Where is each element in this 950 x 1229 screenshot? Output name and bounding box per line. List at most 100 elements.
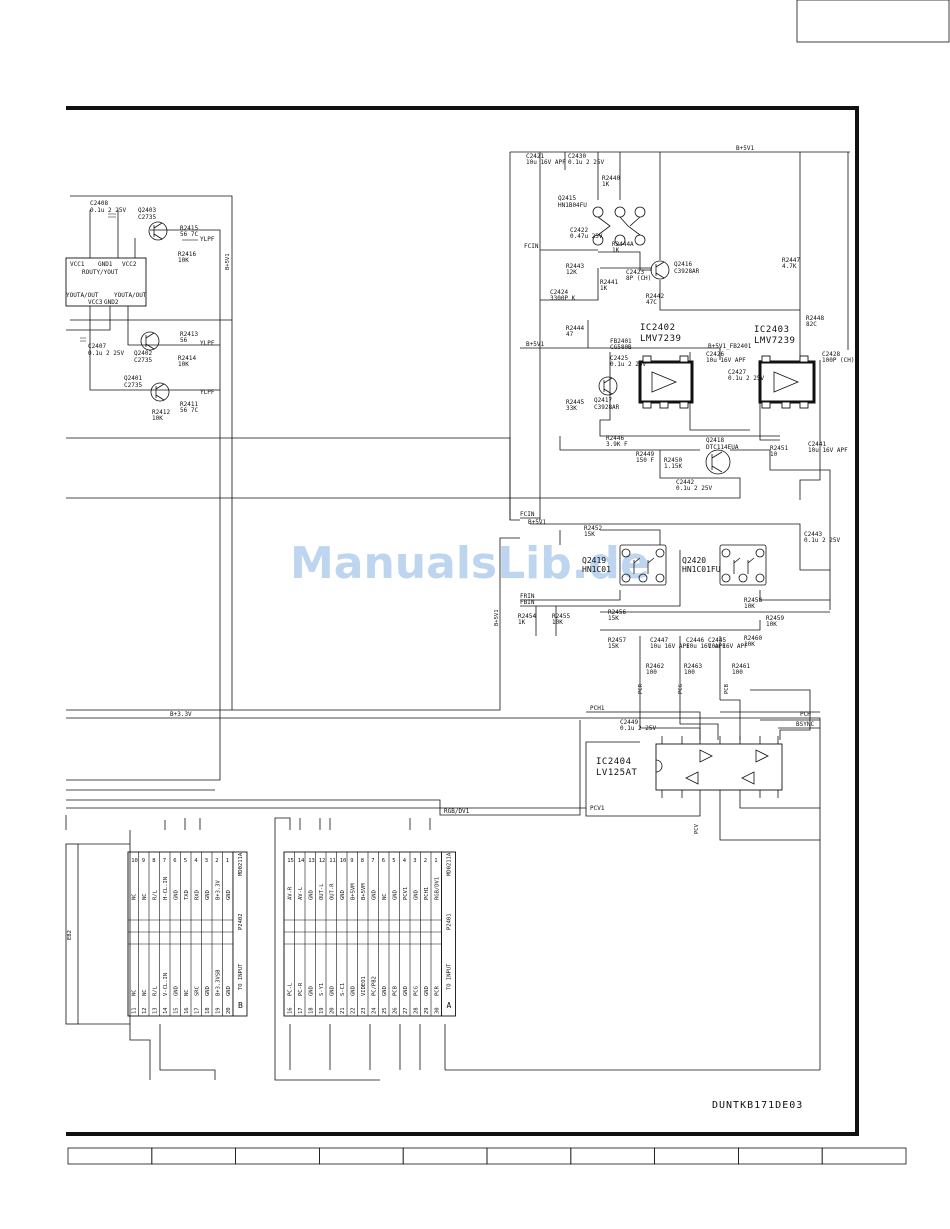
svg-text:PCH: PCH — [800, 711, 811, 718]
svg-text:100: 100 — [684, 669, 695, 676]
pin-signal: GND — [226, 890, 232, 900]
connector-part: MD0211A — [447, 852, 453, 876]
svg-text:Q2402: Q2402 — [134, 350, 152, 357]
pin-number: 19 — [215, 1007, 221, 1014]
svg-text:HN1C01: HN1C01 — [582, 565, 611, 574]
ic-ic2403: IC2403 LMV7239 — [754, 325, 816, 409]
svg-text:C2425: C2425 — [610, 355, 628, 362]
mid-right-passives: FCIN B+5V1 FRIN FBIN R2452 15K C2443 0.1… — [494, 511, 841, 694]
svg-text:FBIN: FBIN — [520, 599, 535, 606]
title-cell — [67, 1147, 153, 1165]
pin-number: 24 — [371, 1007, 377, 1014]
svg-text:10u 16V APF: 10u 16V APF — [706, 357, 746, 364]
svg-text:Q2417: Q2417 — [594, 397, 612, 404]
pin-signal: GND — [413, 890, 419, 900]
svg-text:1.15K: 1.15K — [664, 463, 682, 470]
pin-number: 3 — [205, 858, 208, 864]
svg-text:DTC114EUA: DTC114EUA — [706, 444, 739, 451]
svg-text:8P (CH): 8P (CH) — [626, 275, 651, 282]
pin-signal: GND — [382, 986, 388, 996]
connector-p2402: 10NC9NC8R/L7H-CL.IN6GND5TXD4RXD3GND2B+3.… — [127, 851, 248, 1017]
svg-text:R2452: R2452 — [584, 525, 602, 532]
pin-signal: NC — [184, 989, 190, 996]
svg-text:GND1: GND1 — [98, 261, 113, 268]
svg-text:C2735: C2735 — [138, 214, 156, 221]
svg-text:Q2420: Q2420 — [682, 556, 706, 565]
svg-text:56: 56 — [180, 337, 188, 344]
svg-text:RGB/DV1: RGB/DV1 — [444, 808, 470, 815]
svg-text:C2408: C2408 — [90, 200, 108, 207]
svg-text:1K: 1K — [612, 247, 620, 254]
svg-text:10K: 10K — [744, 603, 755, 610]
svg-text:R2412: R2412 — [152, 409, 170, 416]
svg-text:C2735: C2735 — [134, 357, 152, 364]
svg-text:Q2415: Q2415 — [558, 195, 576, 202]
pin-signal: GND — [308, 986, 314, 996]
svg-text:R2413: R2413 — [180, 331, 198, 338]
pin-number: 18 — [205, 1007, 211, 1014]
watermark: ManualsLib.de — [290, 538, 650, 589]
svg-text:C2449: C2449 — [620, 719, 638, 726]
svg-text:ROUTY/YOUT: ROUTY/YOUT — [82, 269, 119, 276]
pin-signal: V-CL.IN — [163, 973, 169, 996]
pin-number: 6 — [382, 858, 385, 864]
transistor-q2401: Q2401 C2735 — [124, 375, 170, 402]
pin-signal: PC-R — [298, 982, 304, 996]
pin-number: 9 — [142, 858, 145, 864]
svg-text:47: 47 — [566, 331, 574, 338]
pin-signal: GND — [371, 890, 377, 900]
pin-signal: S-C1 — [340, 983, 346, 996]
pin-signal: GND — [403, 986, 409, 996]
svg-text:56 7C: 56 7C — [180, 231, 198, 238]
svg-text:10K: 10K — [152, 415, 163, 422]
pin-signal: B+5VM — [361, 883, 367, 900]
svg-text:R2463: R2463 — [684, 663, 702, 670]
pin-number: 1 — [434, 858, 437, 864]
svg-text:C2442: C2442 — [676, 479, 694, 486]
svg-text:R2411: R2411 — [180, 401, 198, 408]
pin-signal: B+3.3V — [215, 879, 221, 900]
svg-text:R2443: R2443 — [566, 263, 584, 270]
svg-text:CG580B: CG580B — [610, 344, 632, 351]
svg-text:IC2404: IC2404 — [596, 757, 632, 767]
pin-number: 4 — [403, 858, 407, 864]
svg-text:B+5V1: B+5V1 — [736, 145, 754, 152]
svg-text:R2416: R2416 — [178, 251, 196, 258]
svg-text:82C: 82C — [806, 321, 817, 328]
pin-signal: NC — [131, 893, 137, 900]
svg-text:3300P K: 3300P K — [550, 295, 576, 302]
svg-text:FB2401: FB2401 — [610, 338, 632, 345]
pin-number: 28 — [413, 1007, 419, 1014]
svg-text:10: 10 — [770, 451, 778, 458]
title-cell — [738, 1147, 823, 1165]
svg-text:Q2403: Q2403 — [138, 207, 156, 214]
pin-signal: S-Y1 — [319, 983, 325, 996]
svg-text:10K: 10K — [766, 621, 777, 628]
pin-number: 15 — [173, 1007, 179, 1014]
pin-number: 16 — [184, 1007, 190, 1014]
pin-number: 2 — [215, 858, 218, 864]
pin-number: 25 — [382, 1007, 388, 1014]
pin-number: 17 — [194, 1007, 200, 1014]
title-cell — [318, 1147, 404, 1165]
svg-text:LV125AT: LV125AT — [596, 768, 638, 778]
svg-text:PCV1: PCV1 — [590, 805, 605, 812]
connector-ref: P2401 — [447, 913, 453, 930]
pin-number: 23 — [361, 1007, 367, 1014]
svg-text:10u 16V APF: 10u 16V APF — [708, 643, 748, 650]
svg-text:10u 16V APF: 10u 16V APF — [650, 643, 690, 650]
svg-text:R2462: R2462 — [646, 663, 664, 670]
pin-signal: GND — [392, 890, 398, 900]
svg-text:YLPF: YLPF — [200, 389, 215, 396]
pin-number: 3 — [413, 858, 416, 864]
svg-text:47C: 47C — [646, 299, 657, 306]
svg-text:IC2403: IC2403 — [754, 325, 790, 335]
svg-text:VCC1: VCC1 — [70, 261, 85, 268]
title-cell — [486, 1147, 572, 1165]
pin-number: 1 — [226, 858, 229, 864]
svg-text:12K: 12K — [566, 269, 577, 276]
pin-signal: PC-L — [287, 982, 293, 996]
side-ref-label: EB2 — [67, 930, 73, 940]
pin-signal: H-CL.IN — [163, 877, 169, 900]
svg-text:10K: 10K — [552, 619, 563, 626]
